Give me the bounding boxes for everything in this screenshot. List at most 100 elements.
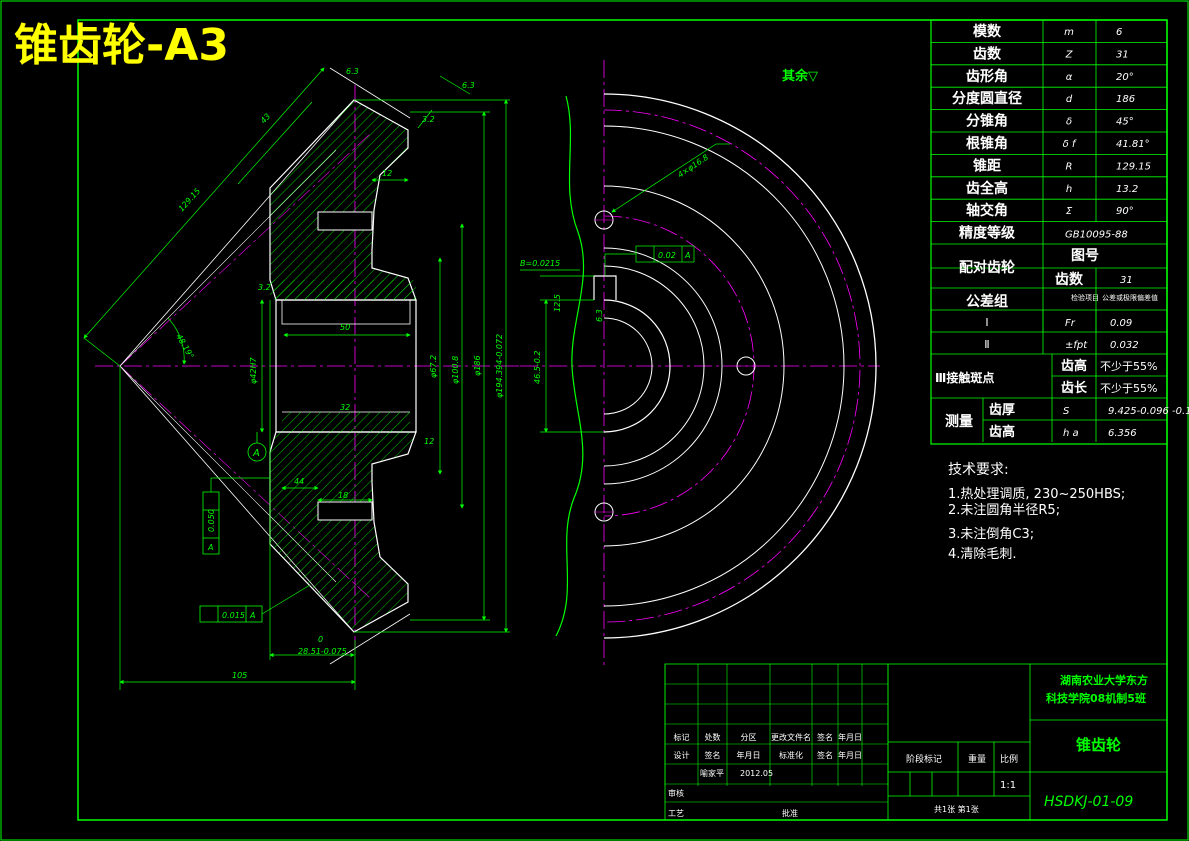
param-name: 分度圆直径: [952, 90, 1022, 107]
dim-roughness-key: 6.3: [595, 309, 604, 322]
contact-key: 齿高: [1061, 358, 1087, 374]
dim-roughness-hub: 3.2: [258, 283, 271, 292]
dim-root-angle: 48.19°: [174, 333, 195, 361]
dim-web-thickness: 18: [338, 491, 348, 500]
tolerance-label: 公差组: [966, 293, 1008, 310]
front-dim-texts: 4×φ16.8 6.3 46.5-0.2 B=0.0215 12.5 0.02 …: [520, 153, 710, 384]
param-name: 模数: [973, 23, 1002, 40]
svg-text:0.015: 0.015: [222, 611, 245, 620]
tol-symbol: ±fpt: [1065, 340, 1088, 351]
contact-value: 不少于55%: [1100, 360, 1157, 373]
dim-web-offset: 44: [294, 477, 304, 486]
param-row: 模数 m 6: [931, 20, 1167, 43]
dim-rim-width: 12: [382, 169, 392, 178]
scale-value: 1:1: [1000, 780, 1016, 791]
fcf-sym-tol: 0.02: [658, 251, 676, 260]
dim-roughness-web: 12: [424, 437, 434, 446]
note-4: 4.清除毛刺.: [948, 547, 1017, 562]
param-value: 90°: [1116, 206, 1134, 217]
measure-symbol: S: [1063, 406, 1070, 417]
param-value: 186: [1116, 94, 1135, 105]
school-line-1: 湖南农业大学东方: [1060, 673, 1148, 687]
tb-header-cell: 分区: [741, 733, 757, 742]
svg-text:其余: 其余: [782, 68, 809, 84]
tech-notes: 技术要求: 1.热处理调质, 230~250HBS; 2.未注圆角半径R5; 3…: [948, 462, 1125, 562]
param-value: 6: [1116, 27, 1122, 38]
dim-hole-pattern: 4×φ16.8: [676, 153, 710, 180]
tol-group: Ⅰ: [985, 316, 988, 329]
param-value: 31: [1116, 49, 1129, 60]
tb-header-cell: 更改文件名: [771, 732, 811, 742]
svg-text:A: A: [252, 448, 260, 459]
designer: 喻家平: [700, 768, 724, 778]
svg-text:A: A: [207, 543, 213, 552]
fcf-sym-datum: A: [684, 251, 690, 260]
dim-hub-length: 50: [340, 323, 350, 332]
param-symbol: δ f: [1063, 139, 1077, 150]
dim-pitch-dia: φ186: [473, 355, 482, 376]
dim-tip-offset: 6.3: [462, 81, 475, 90]
fcf-runout-2: 0.015 A: [199, 584, 311, 623]
fcf-runout-1: 0.050 A: [202, 477, 270, 555]
surface-finish-note: 其余 ▽: [782, 68, 818, 84]
part-name: 锥齿轮: [1076, 736, 1121, 754]
dim-bore: φ42H7: [249, 357, 258, 384]
tb-header-cell: 年月日: [838, 732, 862, 742]
notes-title: 技术要求:: [948, 462, 1009, 478]
param-value: GB10095-88: [1065, 230, 1128, 241]
note-3: 3.未注倒角C3;: [948, 527, 1034, 542]
drawing-number: HSDKJ-01-09: [1044, 794, 1133, 810]
param-value: 45°: [1116, 117, 1134, 128]
datum-a: A: [247, 432, 267, 462]
school-line-2: 科技学院08机制5班: [1046, 691, 1146, 705]
param-value: 129.15: [1116, 161, 1151, 172]
dim-roughness-face: 3.2: [422, 115, 435, 124]
measure-key: 齿厚: [989, 402, 1015, 418]
dim-mount-distance: 28.51-0.075: [298, 647, 347, 656]
param-symbol: R: [1066, 161, 1073, 172]
tb-header-cell: 签名: [817, 732, 833, 742]
param-symbol: d: [1066, 94, 1073, 105]
scale-label: 比例: [1000, 753, 1018, 765]
note-2: 2.未注圆角半径R5;: [948, 503, 1060, 518]
measure-key: 齿高: [989, 424, 1015, 440]
mating-drawing-no: 图号: [1071, 248, 1099, 264]
param-name: 根锥角: [966, 135, 1008, 152]
param-value: 13.2: [1116, 184, 1138, 195]
dim-face-width: 43: [259, 112, 273, 126]
contact-key: 齿长: [1061, 380, 1088, 396]
note-1: 1.热处理调质, 230~250HBS;: [948, 487, 1125, 502]
title-block-texts: 湖南农业大学东方 科技学院08机制5班 锥齿轮 HSDKJ-01-09 阶段标记…: [668, 673, 1148, 818]
tb-design-cell: 签名: [817, 750, 833, 760]
title-block-headers: 标记处数分区更改文件名签名年月日设计签名年月日标准化签名年月日: [674, 732, 863, 760]
tb-design-cell: 设计: [674, 750, 690, 760]
measure-label: 测量: [945, 413, 973, 430]
dim-keyway-rough: 12.5: [553, 294, 562, 312]
param-symbol: m: [1064, 27, 1074, 38]
measure-value: 6.356: [1108, 428, 1137, 439]
param-symbol: h: [1066, 184, 1072, 195]
tb-design-cell: 年月日: [838, 750, 862, 760]
contact-label: Ⅲ接触斑点: [935, 370, 994, 385]
tol-value: 0.09: [1110, 318, 1132, 329]
dim-roughness-bore: 32: [340, 403, 350, 412]
process-label: 工艺: [668, 809, 684, 818]
param-name: 锥距: [973, 157, 1001, 174]
dim-overall: 105: [232, 671, 247, 680]
measure-value: 9.425-0.096 -0.170: [1108, 406, 1189, 417]
svg-text:A: A: [249, 611, 255, 620]
title-block: [664, 663, 1168, 821]
param-symbol: Z: [1065, 49, 1074, 60]
param-name: 精度等级: [959, 225, 1016, 242]
param-table: [930, 19, 1168, 445]
weight-label: 重量: [968, 753, 986, 765]
dim-roughness-top: 6.3: [346, 67, 359, 76]
tb-design-cell: 签名: [705, 750, 721, 760]
